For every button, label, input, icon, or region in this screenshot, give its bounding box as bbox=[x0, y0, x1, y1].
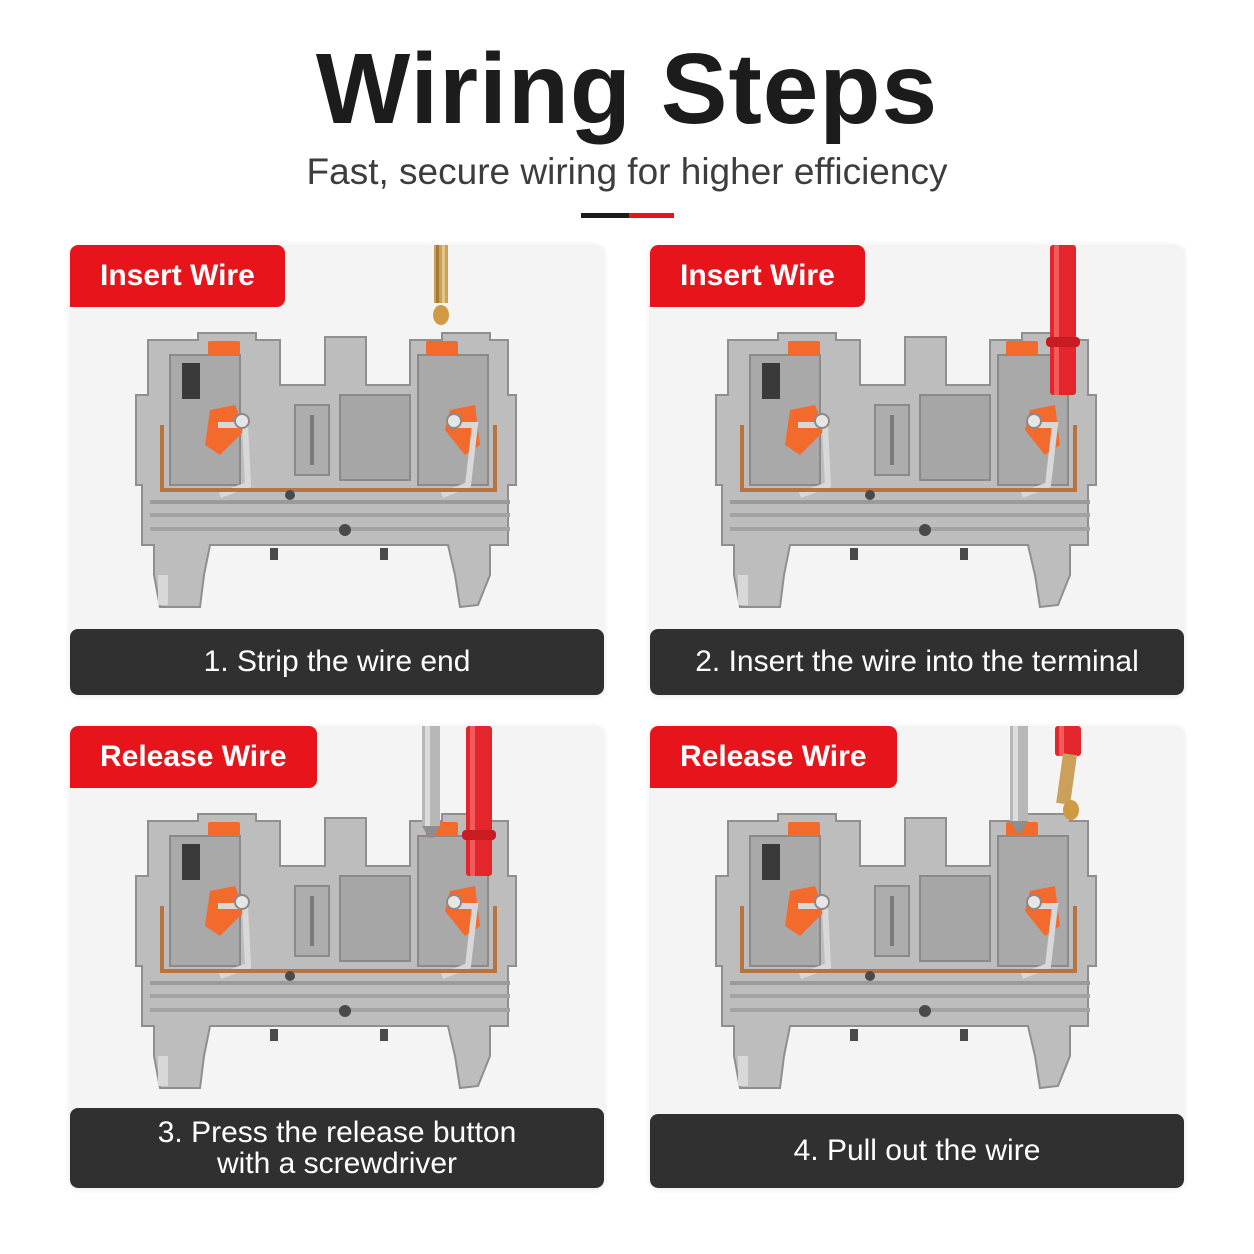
page-subtitle: Fast, secure wiring for higher efficienc… bbox=[306, 151, 948, 192]
caption-line: 3. Press the release button bbox=[157, 1115, 517, 1149]
caption-line: 4. Pull out the wire bbox=[793, 1134, 1041, 1168]
step-caption: 4. Pull out the wire bbox=[650, 1114, 1184, 1188]
step-badge: Insert Wire bbox=[70, 245, 285, 307]
page-title: Wiring Steps bbox=[315, 33, 939, 145]
step-badge: Release Wire bbox=[70, 726, 317, 788]
caption-line: with a screwdriver bbox=[216, 1147, 458, 1180]
title-divider bbox=[581, 213, 674, 218]
step-caption: 3. Press the release button with a screw… bbox=[70, 1108, 604, 1188]
step-card-4: Release Wire 4. Pull out the wire bbox=[650, 726, 1184, 1188]
step-caption: 2. Insert the wire into the terminal bbox=[650, 629, 1184, 695]
step-badge: Insert Wire bbox=[650, 245, 865, 307]
caption-line: 2. Insert the wire into the terminal bbox=[695, 645, 1139, 679]
step-caption: 1. Strip the wire end bbox=[70, 629, 604, 695]
divider-red-segment bbox=[629, 213, 674, 218]
step-card-3: Release Wire 3. Press the release button… bbox=[70, 726, 604, 1188]
terminal-block-image bbox=[70, 245, 604, 645]
terminal-block-image bbox=[650, 245, 1184, 645]
step-card-2: Insert Wire 2. Insert the wire into the … bbox=[650, 245, 1184, 695]
divider-black-segment bbox=[581, 213, 629, 218]
step-badge: Release Wire bbox=[650, 726, 897, 788]
terminal-block-image bbox=[70, 726, 604, 1126]
step-card-1: Insert Wire 1. Strip the wire end bbox=[70, 245, 604, 695]
terminal-block-image bbox=[650, 726, 1184, 1126]
caption-line: 1. Strip the wire end bbox=[203, 645, 471, 679]
